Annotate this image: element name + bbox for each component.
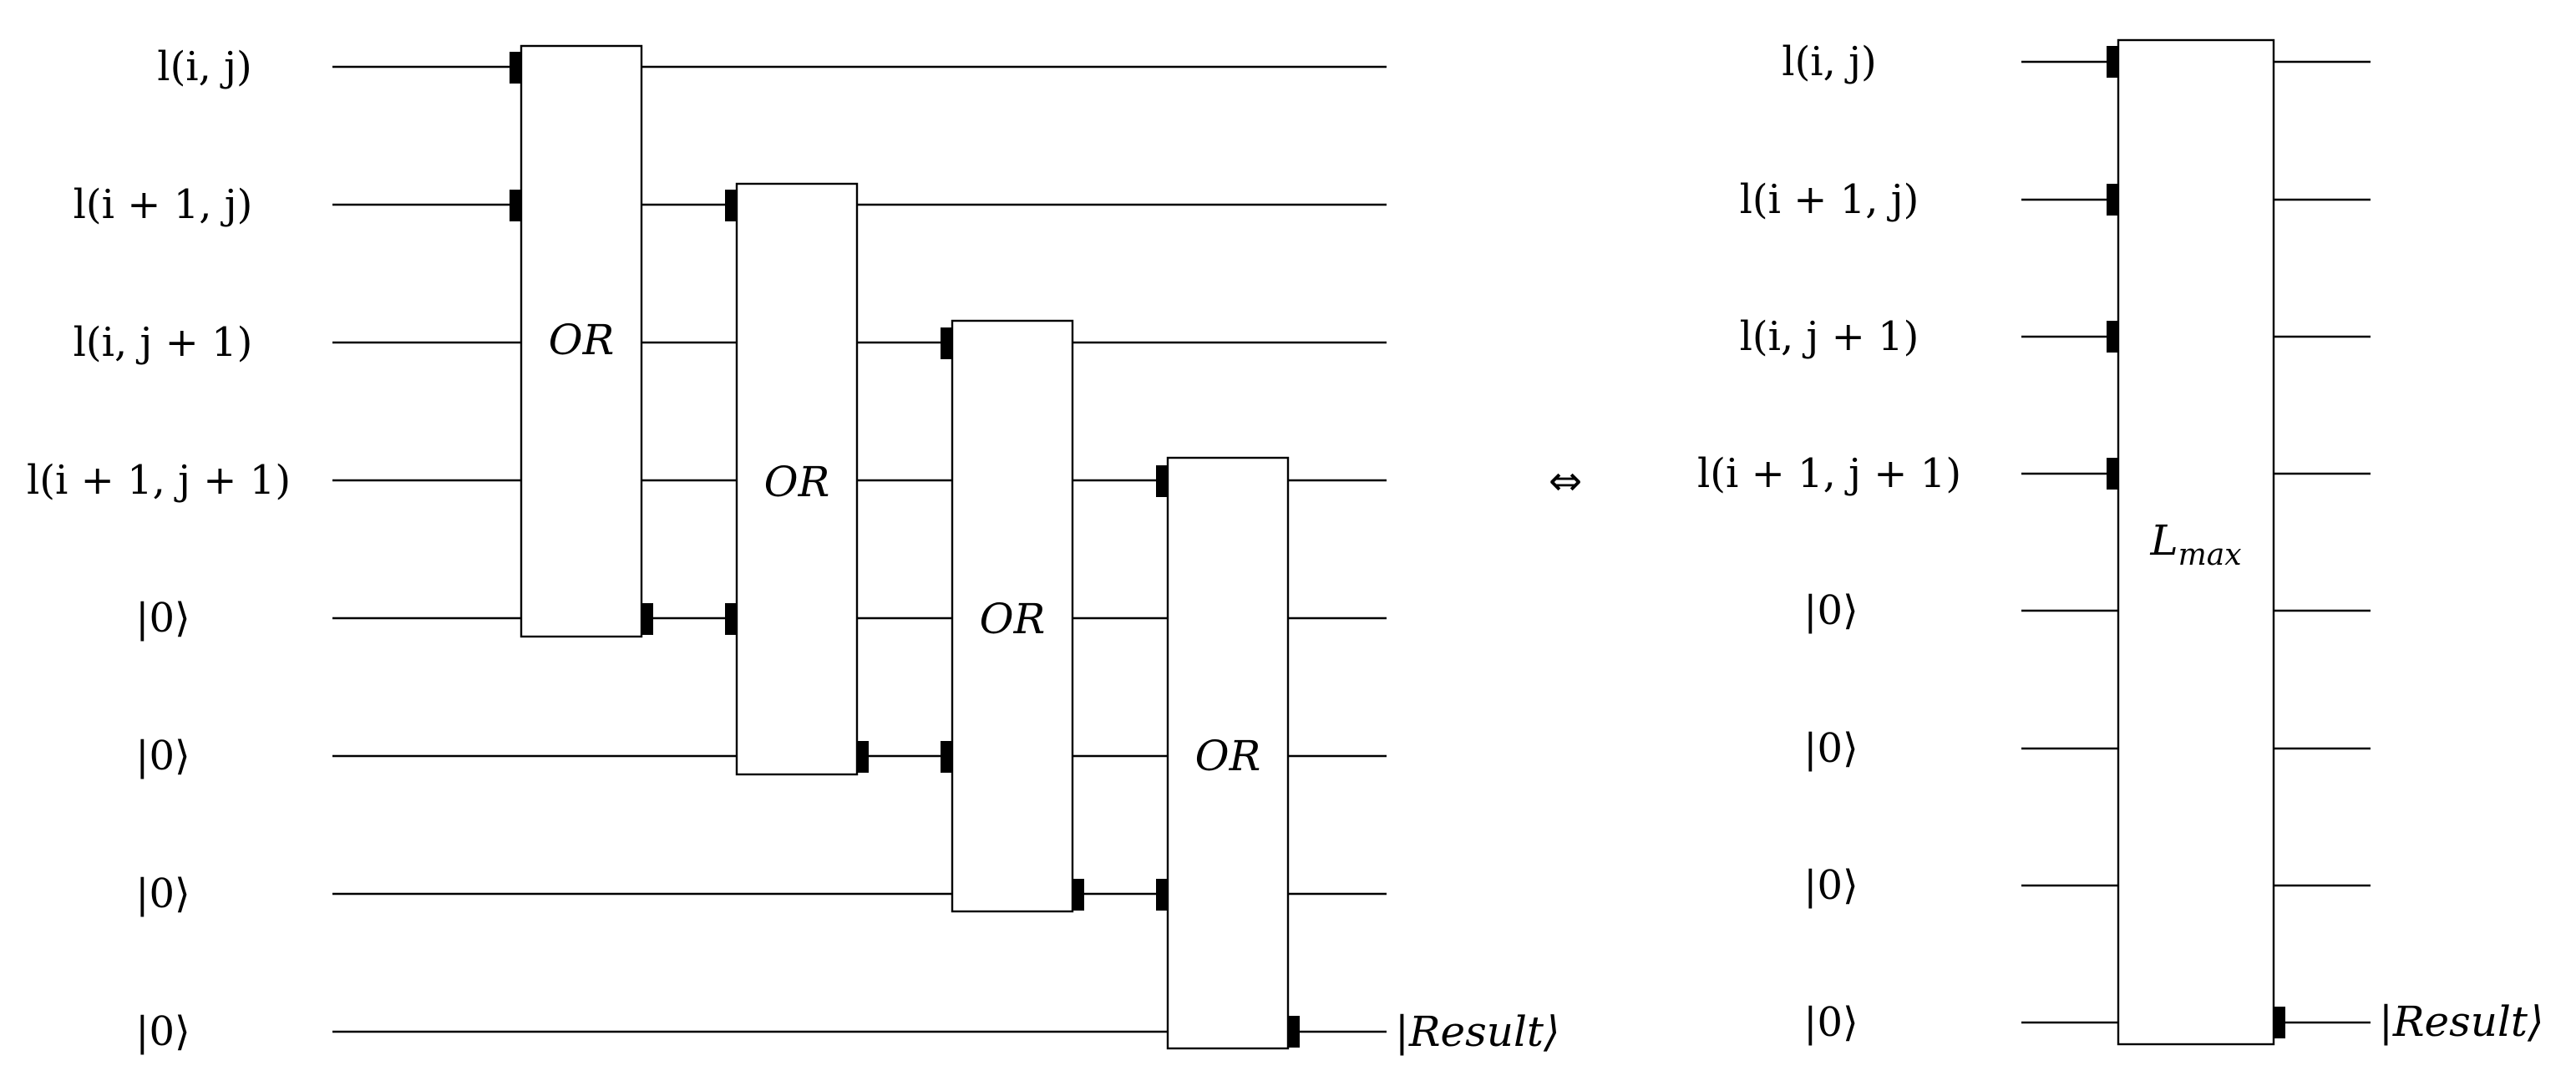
right-input-label-3: l(i, j + 1) xyxy=(1740,313,1919,360)
or-gate-1-label: OR xyxy=(549,316,615,364)
or-gate-2: OR xyxy=(725,182,869,776)
or-gate-3-label: OR xyxy=(980,595,1046,643)
or-gate-1: OR xyxy=(510,44,653,638)
equivalence-symbol: ⇔ xyxy=(1549,458,1582,505)
left-input-label-2: l(i + 1, j) xyxy=(74,181,253,228)
control-port xyxy=(1156,465,1168,497)
right-input-label-7: |0⟩ xyxy=(1803,862,1858,909)
control-port xyxy=(2107,321,2118,353)
right-input-label-1: l(i, j) xyxy=(1782,38,1877,85)
target-port xyxy=(641,603,653,635)
l-max-gate: Lmax xyxy=(2107,38,2285,1046)
right-output-label: |Result⟩ xyxy=(2379,997,2544,1046)
right-circuit: l(i, j) l(i + 1, j) l(i, j + 1) l(i + 1,… xyxy=(1697,38,2544,1046)
left-input-label-5: |0⟩ xyxy=(135,595,190,642)
control-port xyxy=(1156,879,1168,911)
left-input-label-4: l(i + 1, j + 1) xyxy=(27,457,291,504)
control-port xyxy=(2107,458,2118,490)
right-input-label-6: |0⟩ xyxy=(1803,725,1858,772)
right-input-label-5: |0⟩ xyxy=(1803,587,1858,634)
control-port xyxy=(2107,184,2118,216)
target-port xyxy=(2274,1007,2285,1038)
control-port xyxy=(510,52,521,84)
or-gate-3: OR xyxy=(941,319,1084,913)
control-port xyxy=(510,190,521,221)
left-input-label-7: |0⟩ xyxy=(135,870,190,917)
target-port xyxy=(1288,1016,1300,1048)
or-gate-4: OR xyxy=(1156,456,1300,1050)
left-circuit: l(i, j) l(i + 1, j) l(i, j + 1) l(i + 1,… xyxy=(27,43,1560,1056)
l-max-gate-label: Lmax xyxy=(2149,516,2241,572)
right-input-label-8: |0⟩ xyxy=(1803,999,1858,1046)
control-port xyxy=(2107,46,2118,78)
left-input-label-6: |0⟩ xyxy=(135,733,190,779)
control-port xyxy=(725,190,737,221)
left-input-label-8: |0⟩ xyxy=(135,1008,190,1055)
left-input-label-3: l(i, j + 1) xyxy=(74,319,253,366)
left-output-label: |Result⟩ xyxy=(1395,1007,1560,1056)
right-input-label-4: l(i + 1, j + 1) xyxy=(1697,450,1961,497)
control-port xyxy=(941,327,952,359)
control-port xyxy=(725,603,737,635)
target-port xyxy=(857,741,869,773)
target-port xyxy=(1072,879,1084,911)
l-max-gate-subscript: max xyxy=(2178,538,2242,572)
right-input-label-2: l(i + 1, j) xyxy=(1740,176,1919,223)
or-gate-2-label: OR xyxy=(764,458,830,506)
left-input-label-1: l(i, j) xyxy=(157,43,252,90)
or-gate-4-label: OR xyxy=(1195,732,1261,780)
control-port xyxy=(941,741,952,773)
